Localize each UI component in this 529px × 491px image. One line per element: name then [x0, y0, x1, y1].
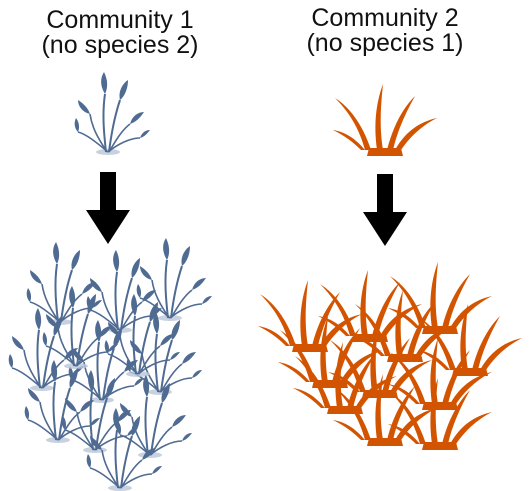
community-1-title: Community 1 (no species 2): [0, 8, 240, 58]
community-2-initial-plant: [333, 84, 437, 156]
community-1-population: [7, 237, 213, 491]
community-2-arrow: [363, 174, 407, 246]
community-2-title-line2: (no species 1): [306, 29, 464, 57]
community-1-title-line2: (no species 2): [41, 31, 199, 59]
community-1-arrow: [86, 172, 130, 244]
community-1-title-line1: Community 1: [46, 6, 194, 34]
community-2-title: Community 2 (no species 1): [265, 6, 505, 56]
community-2-title-line1: Community 2: [311, 4, 459, 32]
community-2-population: [258, 262, 522, 450]
community-1-initial-plant: [73, 71, 151, 156]
